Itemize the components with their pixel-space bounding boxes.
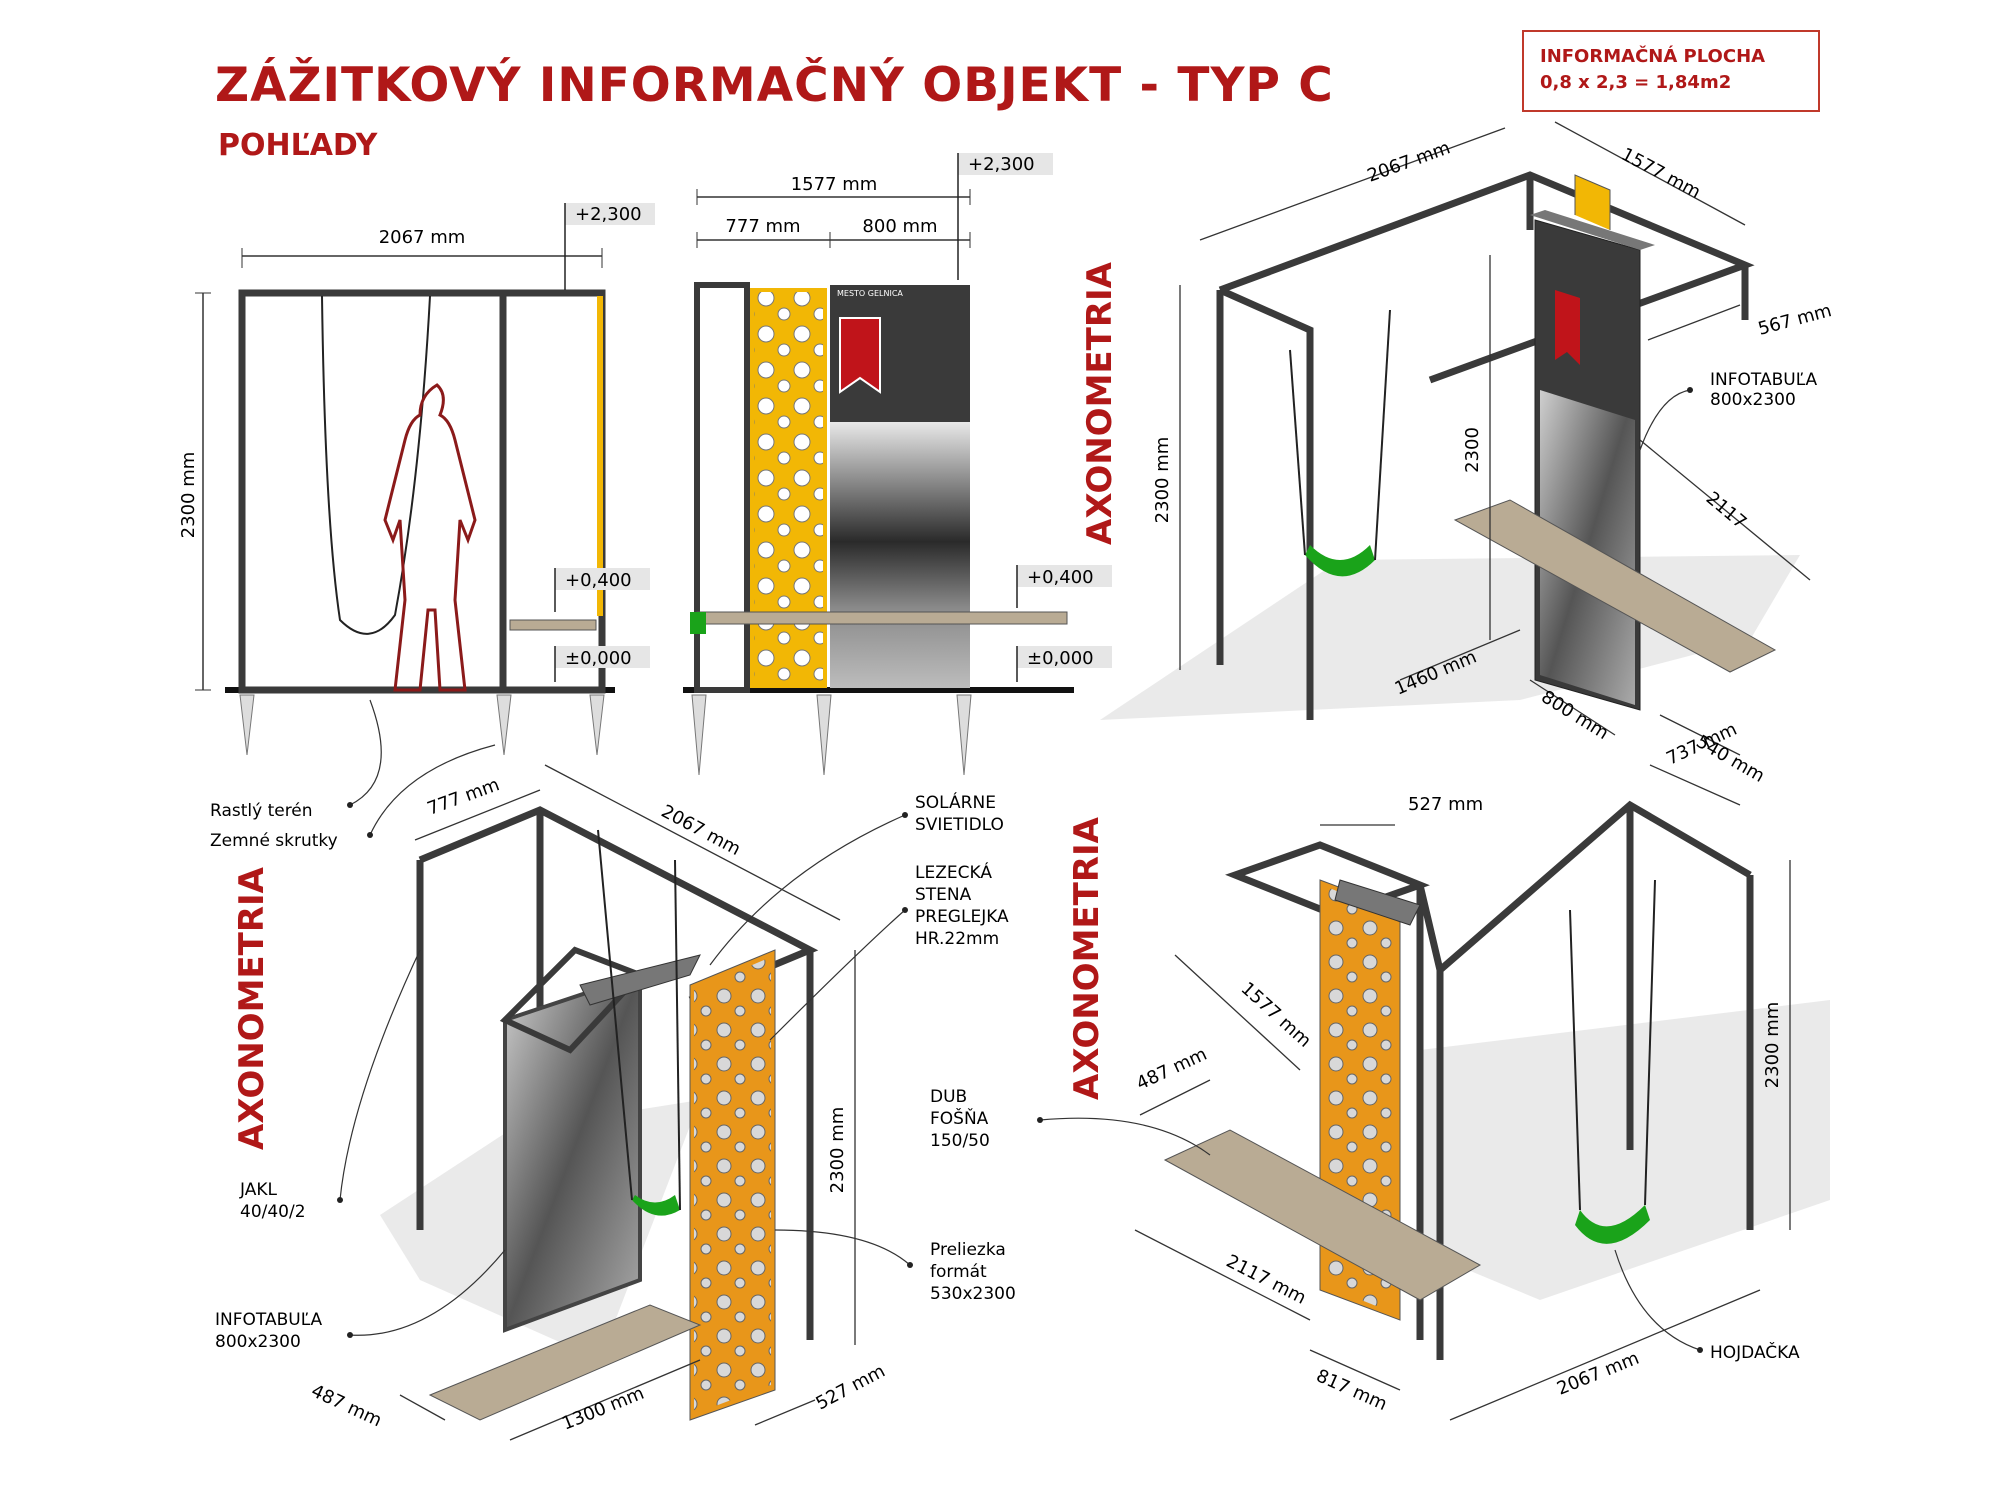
bench xyxy=(696,611,1068,625)
axonometric-view-bottom-left: 777 mm 2067 mm 2300 mm 487 mm 1300 mm 52… xyxy=(308,764,889,1441)
dim-2300: 2300 mm xyxy=(1762,1002,1783,1089)
label-jakl-2: 40/40/2 xyxy=(240,1202,306,1222)
dim-1577: 1577 mm xyxy=(1237,978,1315,1052)
town-logo xyxy=(839,317,881,394)
dim-width-b: 800 mm xyxy=(862,216,937,237)
label-solarne-2: SVIETIDLO xyxy=(915,815,1004,835)
solar-light xyxy=(1530,210,1655,250)
dim-817: 817 mm xyxy=(1313,1365,1390,1415)
logo-text: MESTO GELNICA xyxy=(837,289,903,298)
solar-light xyxy=(579,954,701,1006)
label-dub-1: DUB xyxy=(930,1087,967,1107)
label-infotabula-2: 800x2300 xyxy=(215,1332,301,1352)
level-bench: +0,400 xyxy=(565,570,632,591)
label-lezecka-4: HR.22mm xyxy=(915,929,999,949)
info-area-box: INFORMAČNÁ PLOCHA 0,8 x 2,3 = 1,84m2 xyxy=(1522,30,1820,112)
ground-annotations: Rastlý terén Zemné skrutky xyxy=(210,699,496,851)
dim-width-total: 1577 mm xyxy=(791,174,878,195)
label-dub-2: FOŠŇA xyxy=(930,1107,989,1129)
solar-light xyxy=(1334,879,1421,926)
dim-487: 487 mm xyxy=(308,1380,385,1431)
label-dub-3: 150/50 xyxy=(930,1131,990,1151)
axonometric-view-top: 2067 mm 1577 mm 567 mm 2300 mm 2300 2117… xyxy=(1100,121,1834,806)
bench xyxy=(509,619,597,631)
dim-487: 487 mm xyxy=(1133,1044,1210,1095)
dim-width: 2067 mm xyxy=(1365,137,1454,186)
label-solarne-1: SOLÁRNE xyxy=(915,791,996,813)
dim-2067: 2067 mm xyxy=(1554,1348,1642,1400)
level-top: +2,300 xyxy=(575,204,642,225)
callouts: SOLÁRNE SVIETIDLO LEZECKÁ STENA PREGLEJK… xyxy=(215,791,1800,1363)
label-hojdacka: HOJDAČKA xyxy=(1710,1341,1800,1363)
bench xyxy=(1453,499,1777,673)
label-preliezka-1: Preliezka xyxy=(930,1240,1006,1260)
dim-2300: 2300 xyxy=(1462,427,1483,473)
label-preliezka-2: formát xyxy=(930,1262,987,1282)
climbing-wall-edge xyxy=(597,296,603,616)
label-jakl-1: JAKL xyxy=(239,1180,277,1200)
info-board-photo xyxy=(830,422,970,688)
elevation-left: 2067 mm 2300 mm +2,300 +0,400 ±0,000 xyxy=(178,203,655,756)
level-top: +2,300 xyxy=(968,154,1035,175)
info-area-title: INFORMAČNÁ PLOCHA xyxy=(1540,46,1766,67)
label-infotabula-size: 800x2300 xyxy=(1710,390,1796,410)
label-lezecka-3: PREGLEJKA xyxy=(915,907,1009,927)
page-subtitle: POHĽADY xyxy=(218,128,378,163)
label-preliezka-3: 530x2300 xyxy=(930,1284,1016,1304)
dim-width: 2067 mm xyxy=(379,227,466,248)
town-logo xyxy=(1555,290,1580,365)
label-infotabula-1: INFOTABUĽA xyxy=(215,1310,323,1330)
dim-2117: 2117 xyxy=(1702,488,1751,534)
label-lezecka-2: STENA xyxy=(915,885,972,905)
level-ground: ±0,000 xyxy=(1027,648,1094,669)
level-ground: ±0,000 xyxy=(565,648,632,669)
dim-width-a: 777 mm xyxy=(725,216,800,237)
axonometric-view-bottom-right: 527 mm 1577 mm 487 mm 2117 mm 817 mm 206… xyxy=(1133,794,1830,1421)
swing-seat xyxy=(1575,1205,1650,1244)
dim-depth: 1577 mm xyxy=(1618,144,1704,203)
dim-567: 567 mm xyxy=(1756,300,1834,340)
bench xyxy=(1163,1129,1482,1301)
dim-2300: 2300 mm xyxy=(827,1107,848,1194)
page-title: ZÁŽITKOVÝ INFORMAČNÝ OBJEKT - TYP C xyxy=(215,58,1334,113)
label-lezecka-1: LEZECKÁ xyxy=(915,861,992,883)
screw-piles xyxy=(691,694,972,776)
label-rastly-teren: Rastlý terén xyxy=(210,801,313,821)
label-zemne-skrutky: Zemné skrutky xyxy=(210,831,338,851)
bench xyxy=(428,1304,702,1421)
screw-piles xyxy=(239,694,605,756)
swing-chain xyxy=(321,295,431,635)
elevation-right: MESTO GELNICA 1577 mm 777 mm 800 mm +2,3… xyxy=(683,153,1112,776)
label-infotabula: INFOTABUĽA xyxy=(1710,370,1818,390)
shadow xyxy=(1420,1000,1830,1300)
dim-height: 2300 mm xyxy=(178,452,199,539)
human-silhouette xyxy=(383,383,477,692)
swing-seat xyxy=(1305,545,1375,577)
dim-1300: 1300 mm xyxy=(559,1383,647,1435)
dim-777: 777 mm xyxy=(425,774,503,819)
dim-527: 527 mm xyxy=(812,1361,888,1415)
swing-seat xyxy=(690,612,706,634)
info-area-formula: 0,8 x 2,3 = 1,84m2 xyxy=(1540,72,1732,93)
dim-height: 2300 mm xyxy=(1152,437,1173,524)
dim-527: 527 mm xyxy=(1408,794,1483,815)
dim-2117: 2117 mm xyxy=(1223,1251,1310,1309)
frame-post xyxy=(694,282,750,693)
swing-seat xyxy=(632,1195,680,1216)
level-bench: +0,400 xyxy=(1027,567,1094,588)
